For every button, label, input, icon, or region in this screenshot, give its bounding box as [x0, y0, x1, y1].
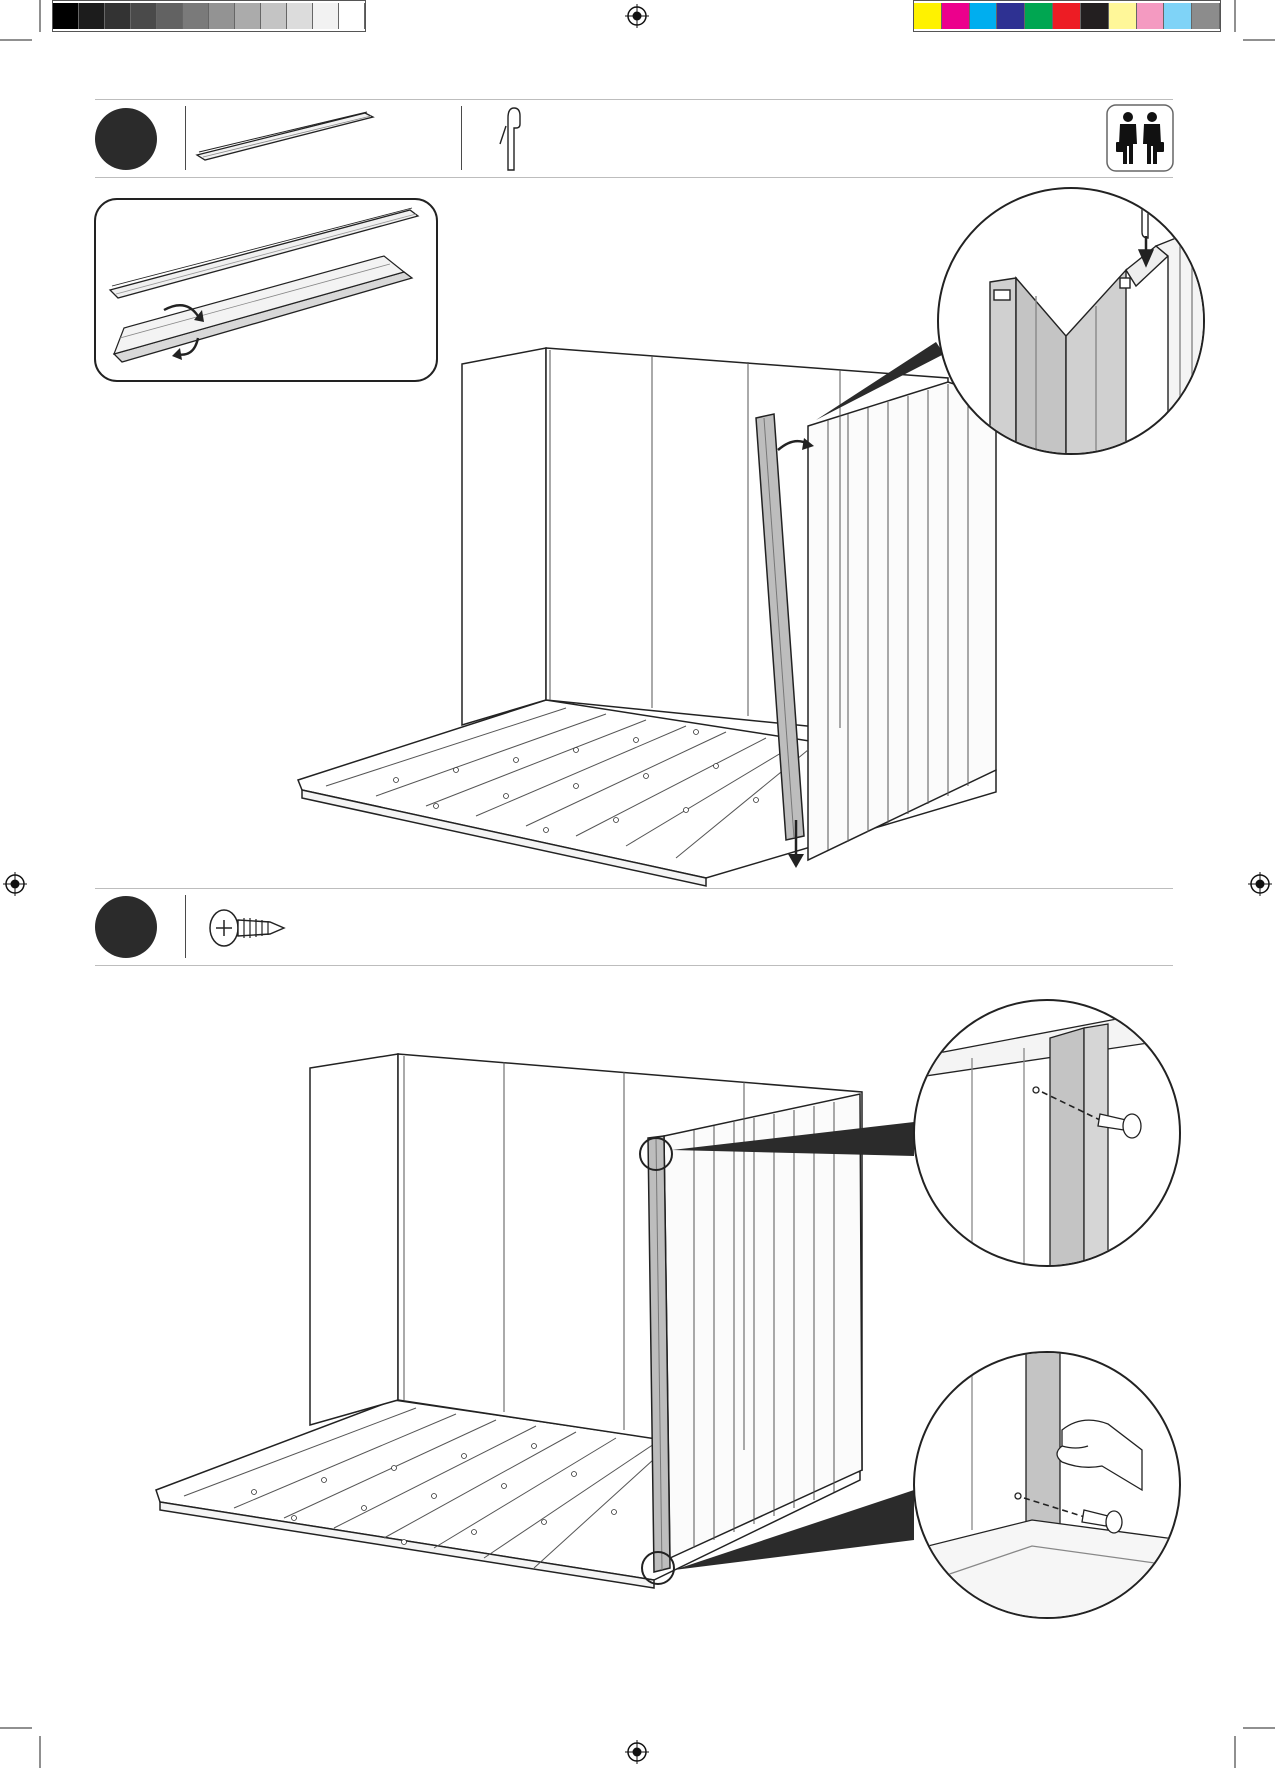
step-b-top-rule — [95, 888, 1173, 889]
bottom-screw-zoom — [912, 1350, 1182, 1620]
screw-icon — [206, 906, 290, 950]
corner-profile-icon — [195, 108, 375, 168]
registration-mark-icon — [625, 4, 649, 28]
clip-pin-icon — [496, 104, 526, 174]
step-a-number-badge — [95, 108, 157, 170]
step-a-bottom-rule — [95, 177, 1173, 178]
registration-mark-icon — [625, 1740, 649, 1764]
registration-mark-icon — [3, 872, 27, 896]
step-b-number-badge — [95, 896, 157, 958]
registration-mark-icon — [1248, 872, 1272, 896]
corner-clip-zoom — [936, 186, 1206, 456]
two-person-icon — [1106, 104, 1174, 172]
step-b-separator — [185, 895, 186, 958]
step-b-bottom-rule — [95, 965, 1173, 966]
step-a-top-rule — [95, 99, 1173, 100]
shed-screw-corner-scene — [154, 1050, 874, 1590]
top-screw-zoom — [912, 998, 1182, 1268]
step-a-separator — [185, 106, 186, 170]
shed-corner-assembly-scene — [296, 340, 1016, 900]
step-a-separator-2 — [461, 106, 462, 170]
